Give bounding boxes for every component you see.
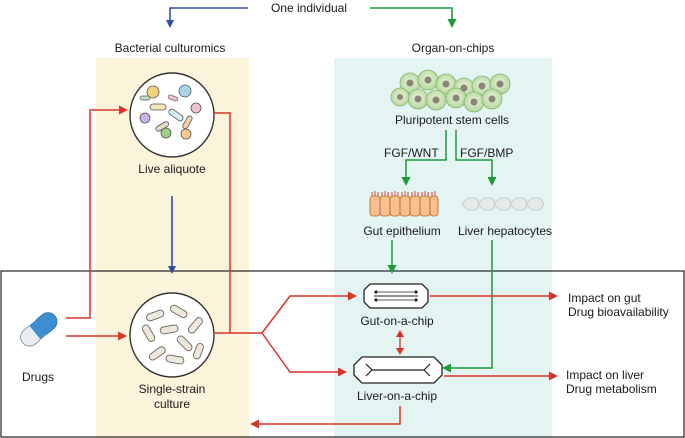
arrow-to-culturomics: [166, 7, 248, 28]
drugs-label: Drugs: [21, 370, 55, 384]
arrow-hepatocytes-to-liver-chip: [442, 240, 493, 373]
liver-impact-line2: Drug metabolism: [566, 382, 657, 396]
gut-chip-icon: [363, 283, 429, 309]
experiment-frame: [0, 270, 685, 438]
arrow-to-organ-chips: [370, 7, 457, 28]
liver-impact-line1: Impact on liver: [566, 368, 645, 382]
stem-cells-illustration: [390, 69, 511, 113]
single-strain-illustration: [129, 292, 215, 378]
culturomics-title: Bacterial culturomics: [114, 41, 226, 55]
aliquote-label: Live aliquote: [138, 162, 206, 176]
gut-impact-line2: Drug bioavailability: [568, 305, 669, 319]
liver-chip-icon: [353, 356, 443, 384]
arrow-back-to-culture: [250, 406, 401, 429]
liver-chip-label: Liver-on-a-chip: [356, 389, 438, 403]
live-aliquote-illustration: [129, 72, 215, 158]
organ-chips-title: Organ-on-chips: [411, 41, 495, 55]
arrow-to-gut-epithelium: [401, 130, 447, 186]
arrow-to-liver-hepatocytes: [455, 130, 497, 186]
single-strain-label-2: culture: [153, 397, 191, 411]
gut-epithelium-illustration: [369, 191, 439, 217]
arrow-to-liver-chip: [261, 332, 347, 377]
drug-capsule-icon: [20, 312, 58, 347]
line-aliquote-to-chips: [214, 112, 231, 333]
liver-hepatocytes-label: Liver hepatocytes: [457, 224, 553, 238]
gut-chip-label: Gut-on-a-chip: [360, 314, 434, 328]
single-strain-label-1: Single-strain: [138, 382, 206, 396]
arrow-drugs-to-aliquote: [66, 105, 128, 319]
signal-left: FGF/WNT: [384, 146, 439, 160]
stem-cells-label: Pluripotent stem cells: [394, 113, 510, 127]
signal-right: FGF/BMP: [460, 146, 514, 160]
gut-impact-line1: Impact on gut: [568, 291, 641, 305]
arrow-to-gut-chip: [261, 291, 357, 334]
liver-hepatocytes-illustration: [461, 197, 545, 211]
gut-epithelium-label: Gut epithelium: [363, 224, 441, 238]
top-label: One individual: [270, 1, 348, 15]
